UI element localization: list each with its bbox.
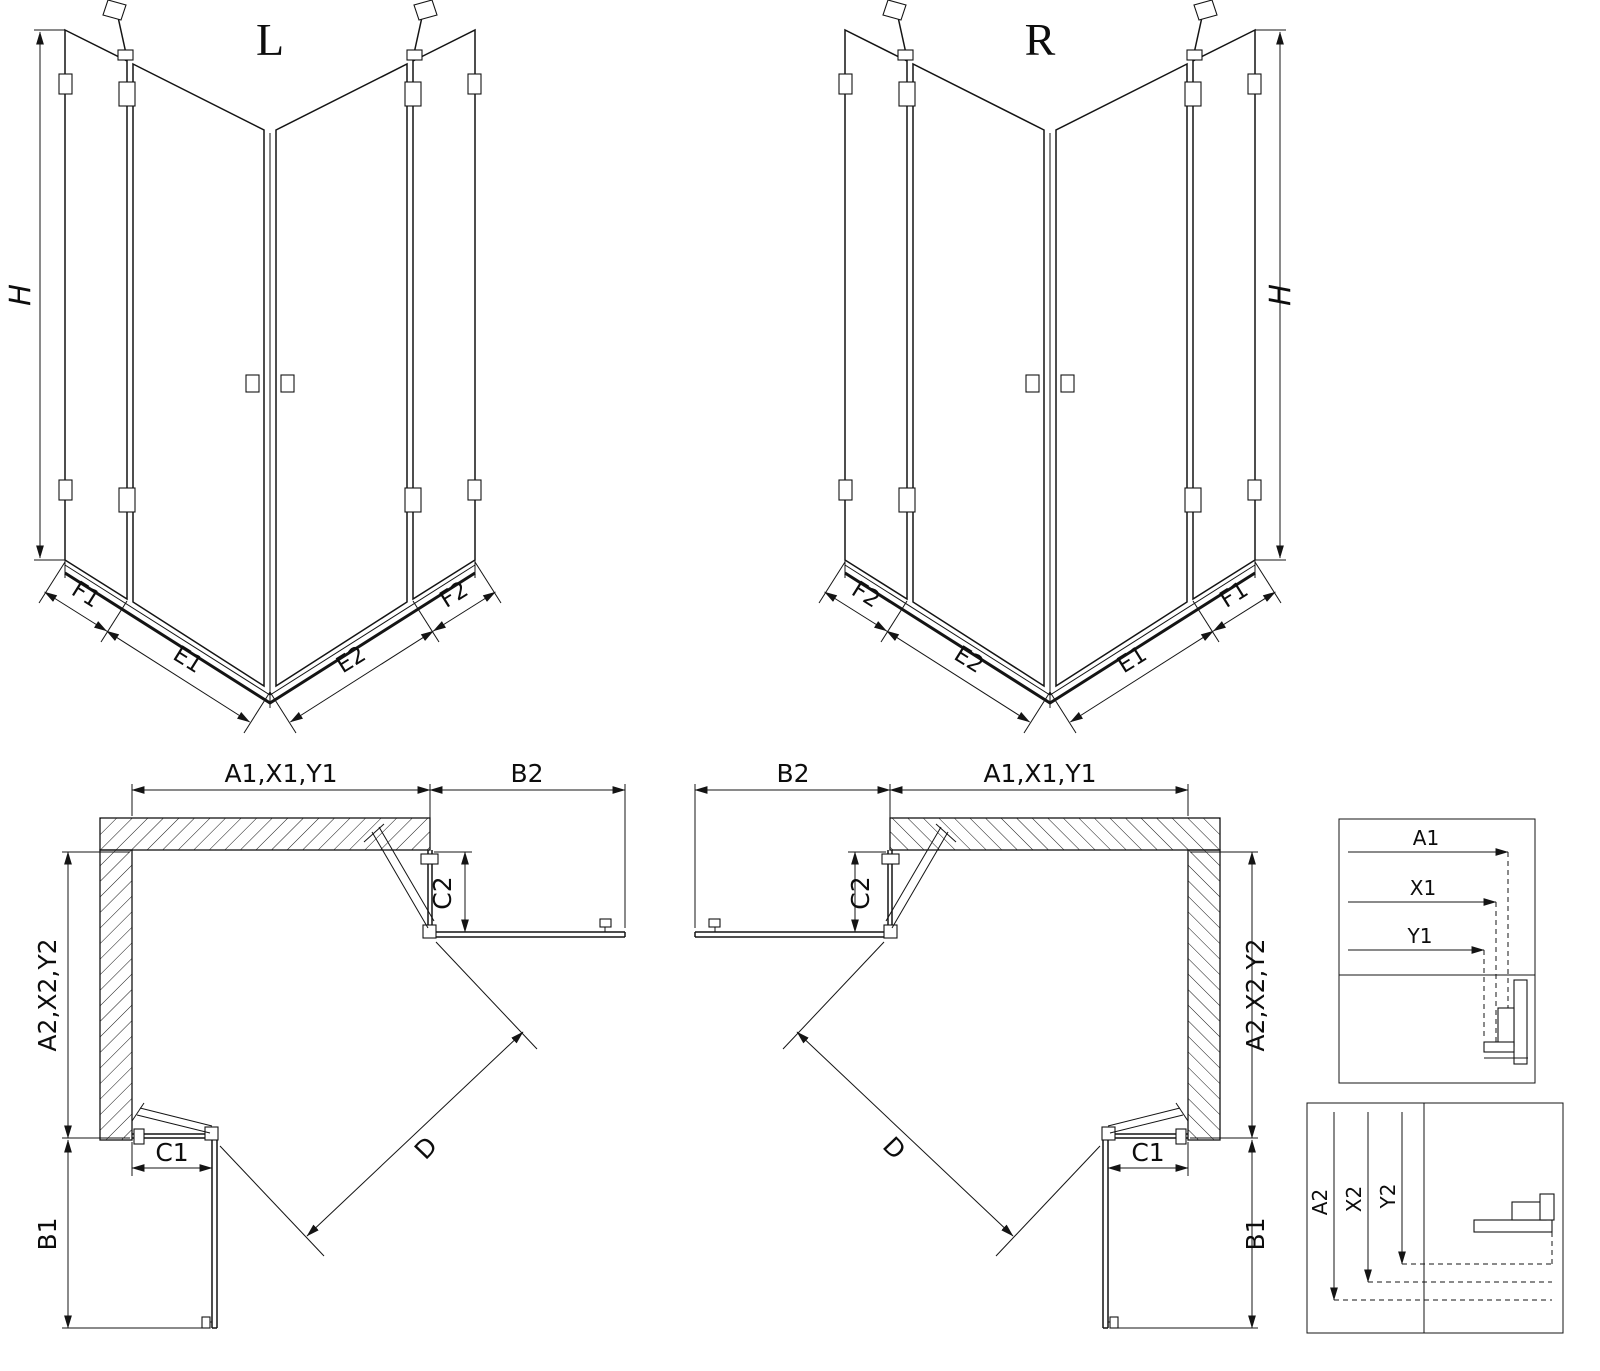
dim-label-e1: E1 [168,641,207,679]
inset-label-a2: A2 [1308,1189,1332,1215]
dim-label-f1: F1 [1216,577,1253,614]
view-label-right: R [1025,14,1056,65]
inset-label-y2: Y2 [1376,1184,1400,1210]
inset-label-x1: X1 [1410,876,1436,900]
dim-label-c2: C2 [428,876,457,909]
inset-label-x2: X2 [1342,1186,1366,1212]
dim-label-b1: B1 [1241,1217,1270,1250]
plan-view-left: A1,X1,Y1 B2 A2,X2,Y2 C2 C1 B1 D [33,759,660,1370]
dim-label-f1: F1 [67,577,104,614]
dim-label-f2: F2 [436,577,473,614]
inset-label-a1: A1 [1413,826,1439,850]
perspective-view-right: R H F2 E2 E1 F1 [740,0,1297,740]
dim-label-c2: C2 [846,876,875,909]
dim-label-c1: C1 [155,1138,188,1167]
dim-label-a1x1y1: A1,X1,Y1 [224,759,337,788]
wall-profile-detail [1483,979,1528,1065]
view-label-left: L [256,14,284,65]
dim-label-a1x1y1: A1,X1,Y1 [983,759,1096,788]
wall-profile-detail [1473,1193,1555,1264]
perspective-view-left: L H F1 E1 E2 F2 [3,0,580,740]
inset-label-y1: Y1 [1407,924,1433,948]
dim-label-b1: B1 [33,1217,62,1250]
dim-label-d: D [409,1131,443,1165]
detail-inset-width-dims: A1 X1 Y1 [1338,818,1536,1084]
dim-label-a2x2y2: A2,X2,Y2 [33,938,62,1051]
dim-label-e1: E1 [1113,641,1152,679]
dim-label-h: H [3,284,37,306]
dim-label-c1: C1 [1131,1138,1164,1167]
dim-label-h: H [1263,284,1297,306]
dim-label-b2: B2 [510,759,543,788]
dim-label-a2x2y2: A2,X2,Y2 [1241,938,1270,1051]
plan-view-right: B2 A1,X1,Y1 C2 A2,X2,Y2 C1 B1 D [660,759,1270,1370]
dim-label-f2: F2 [847,577,884,614]
detail-inset-depth-dims: A2 X2 Y2 [1306,1102,1564,1334]
dim-label-b2: B2 [776,759,809,788]
dim-label-d: D [877,1131,911,1165]
